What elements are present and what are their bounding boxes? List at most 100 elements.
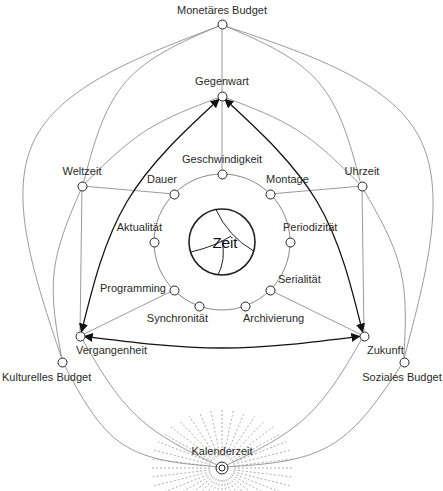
starburst-ray xyxy=(150,468,210,469)
node-circle xyxy=(400,358,409,367)
time-node: Soziales Budget xyxy=(399,357,410,368)
time-node: Vergangenheit xyxy=(75,331,86,342)
ring-circle xyxy=(154,174,290,310)
starburst-ray xyxy=(232,475,281,491)
node-label: Monetäres Budget xyxy=(177,4,267,17)
relation-line xyxy=(226,26,433,357)
node-circle xyxy=(58,358,67,367)
time-node: Monetäres Budget xyxy=(217,19,228,30)
relation-line xyxy=(85,98,218,183)
node-circle xyxy=(266,190,275,199)
relation-line xyxy=(23,26,218,357)
starburst-ray xyxy=(224,480,233,491)
node-label: Zukunft xyxy=(367,344,404,357)
node-circle xyxy=(266,286,275,295)
node-label: Synchronität xyxy=(147,312,208,325)
starburst-ray xyxy=(234,459,293,466)
node-label: Programming xyxy=(100,282,166,295)
time-node: Serialität xyxy=(265,285,276,296)
time-node: Synchronität xyxy=(194,301,205,312)
node-label: Vergangenheit xyxy=(76,344,147,357)
time-node: Periodizität xyxy=(285,237,296,248)
starburst-ray xyxy=(233,472,290,486)
node-outline xyxy=(285,237,296,248)
node-circle xyxy=(76,332,85,341)
node-label: Dauer xyxy=(147,173,177,186)
starburst-ray xyxy=(200,479,219,491)
node-circle xyxy=(218,92,227,101)
node-outline xyxy=(75,331,86,342)
starburst-ray xyxy=(164,475,213,491)
node-label: Soziales Budget xyxy=(362,371,442,384)
time-node: Zukunft xyxy=(359,331,370,342)
time-node: Aktualität xyxy=(149,237,160,248)
node-outline xyxy=(217,19,228,30)
time-node: Archivierung xyxy=(240,301,251,312)
node-outline xyxy=(57,357,68,368)
node-label: Kulturelles Budget xyxy=(2,371,91,384)
node-label: Periodizität xyxy=(283,221,337,234)
node-label: Weltzeit xyxy=(63,165,102,178)
node-outline xyxy=(169,285,180,296)
node-label: Serialität xyxy=(278,273,321,286)
calendar-starburst xyxy=(150,410,294,491)
node-circle xyxy=(170,190,179,199)
node-inner-ring xyxy=(219,465,225,471)
node-outline xyxy=(217,169,228,180)
node-label: Gegenwart xyxy=(195,75,249,88)
node-circle xyxy=(218,20,227,29)
node-outline xyxy=(77,181,88,192)
node-circle xyxy=(189,209,255,275)
relation-line xyxy=(226,98,359,183)
relation-line xyxy=(80,191,82,332)
node-outline xyxy=(217,91,228,102)
node-circle xyxy=(216,462,228,474)
time-node: Dauer xyxy=(169,189,180,200)
time-node: Programming xyxy=(169,285,180,296)
node-outline xyxy=(359,331,370,342)
time-node: Gegenwart xyxy=(217,91,228,102)
node-outline xyxy=(169,189,180,200)
time-node: Geschwindigkeit xyxy=(217,169,228,180)
starburst-ray xyxy=(158,473,211,491)
time-node: Kalenderzeit xyxy=(215,461,229,475)
node-outline xyxy=(194,301,205,312)
node-outline xyxy=(399,357,410,368)
time-node: Kulturelles Budget xyxy=(57,357,68,368)
starburst-ray xyxy=(226,479,245,491)
node-outline xyxy=(357,181,368,192)
node-circle xyxy=(241,302,250,311)
node-label: Uhrzeit xyxy=(345,165,380,178)
node-label: Kalenderzeit xyxy=(191,445,252,458)
node-outline xyxy=(215,461,229,475)
starburst-ray xyxy=(227,479,254,491)
node-outline xyxy=(265,189,276,200)
node-label: Aktualität xyxy=(117,221,162,234)
time-arrow xyxy=(81,99,219,331)
starburst-ray xyxy=(230,476,272,491)
time-node: Montage xyxy=(265,189,276,200)
starburst-ray xyxy=(151,470,210,477)
starburst-ray xyxy=(234,470,293,477)
node-circle xyxy=(150,238,159,247)
node-outline xyxy=(265,285,276,296)
node-circle xyxy=(358,182,367,191)
starburst-ray xyxy=(234,468,294,469)
node-label: Archivierung xyxy=(243,312,304,325)
node-label: Geschwindigkeit xyxy=(182,153,262,166)
node-circle xyxy=(170,286,179,295)
relation-line xyxy=(86,186,169,193)
node-circle xyxy=(286,238,295,247)
starburst-ray xyxy=(171,476,213,491)
node-circle xyxy=(218,170,227,179)
node-label: Zeit xyxy=(212,234,237,251)
starburst-ray xyxy=(154,472,211,486)
time-arrow xyxy=(225,99,363,331)
node-circle xyxy=(78,182,87,191)
relation-line xyxy=(364,190,405,357)
node-circle xyxy=(195,302,204,311)
time-node: Weltzeit xyxy=(77,181,88,192)
relation-line xyxy=(53,190,80,357)
